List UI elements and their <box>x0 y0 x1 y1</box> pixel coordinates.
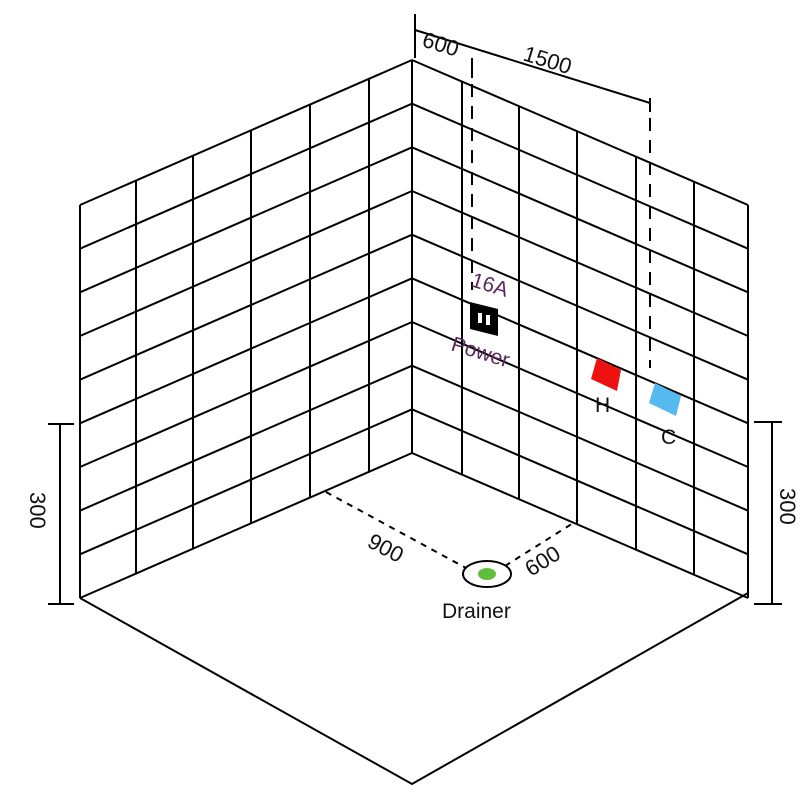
left-wall-tile-grid <box>79 59 413 599</box>
right-wall-grid-line-horizontal <box>411 452 749 599</box>
drainer-label: Drainer <box>442 600 511 623</box>
power-socket-icon <box>470 302 498 336</box>
dim-top-long-label: 1500 <box>521 41 575 79</box>
right-height-dimension <box>754 421 782 605</box>
left-wall-grid-line-horizontal <box>79 408 413 556</box>
dim-floor-left-label: 900 <box>364 528 408 567</box>
cold-water-outlet-icon <box>649 383 681 416</box>
dim-right-height-label: 300 <box>775 488 800 525</box>
top-dimension-lines <box>414 14 651 368</box>
right-wall-grid-line-horizontal <box>411 102 749 250</box>
right-wall-grid-line-horizontal <box>411 321 749 468</box>
right-wall-grid-line-horizontal <box>411 146 749 294</box>
dim-top-short-label: 600 <box>420 27 462 62</box>
hot-outlet-label: H <box>595 394 610 417</box>
hot-water-outlet-icon <box>591 358 621 391</box>
right-wall-grid-line-horizontal <box>411 233 749 381</box>
left-wall-grid-line-horizontal <box>79 59 413 206</box>
right-wall-grid-line-horizontal <box>411 277 749 425</box>
socket-power-label: Power <box>449 333 513 372</box>
dim-left-height-label: 300 <box>25 492 50 529</box>
left-wall-grid-line-horizontal <box>79 102 413 250</box>
right-wall-grid-line-horizontal <box>411 408 749 556</box>
cold-outlet-label: C <box>661 426 676 449</box>
left-height-dimension <box>48 423 74 605</box>
left-wall-grid-line-horizontal <box>79 277 413 425</box>
floor-drain-icon <box>462 560 512 588</box>
right-wall-grid-line-horizontal <box>411 364 749 512</box>
left-wall-grid-line-horizontal <box>79 321 413 468</box>
left-wall-grid-line-horizontal <box>79 233 413 381</box>
left-wall-grid-line-horizontal <box>79 190 413 337</box>
floor-dimension-lines <box>325 491 579 569</box>
floor-outline <box>79 592 749 786</box>
right-wall-grid-line-horizontal <box>411 190 749 337</box>
left-wall-grid-line-horizontal <box>79 146 413 294</box>
right-wall-tile-grid <box>411 59 749 599</box>
dim-floor-right-label: 600 <box>520 541 564 582</box>
right-wall-grid-line-horizontal <box>411 59 749 206</box>
left-wall-grid-line-horizontal <box>79 452 413 599</box>
left-wall-grid-line-horizontal <box>79 364 413 512</box>
